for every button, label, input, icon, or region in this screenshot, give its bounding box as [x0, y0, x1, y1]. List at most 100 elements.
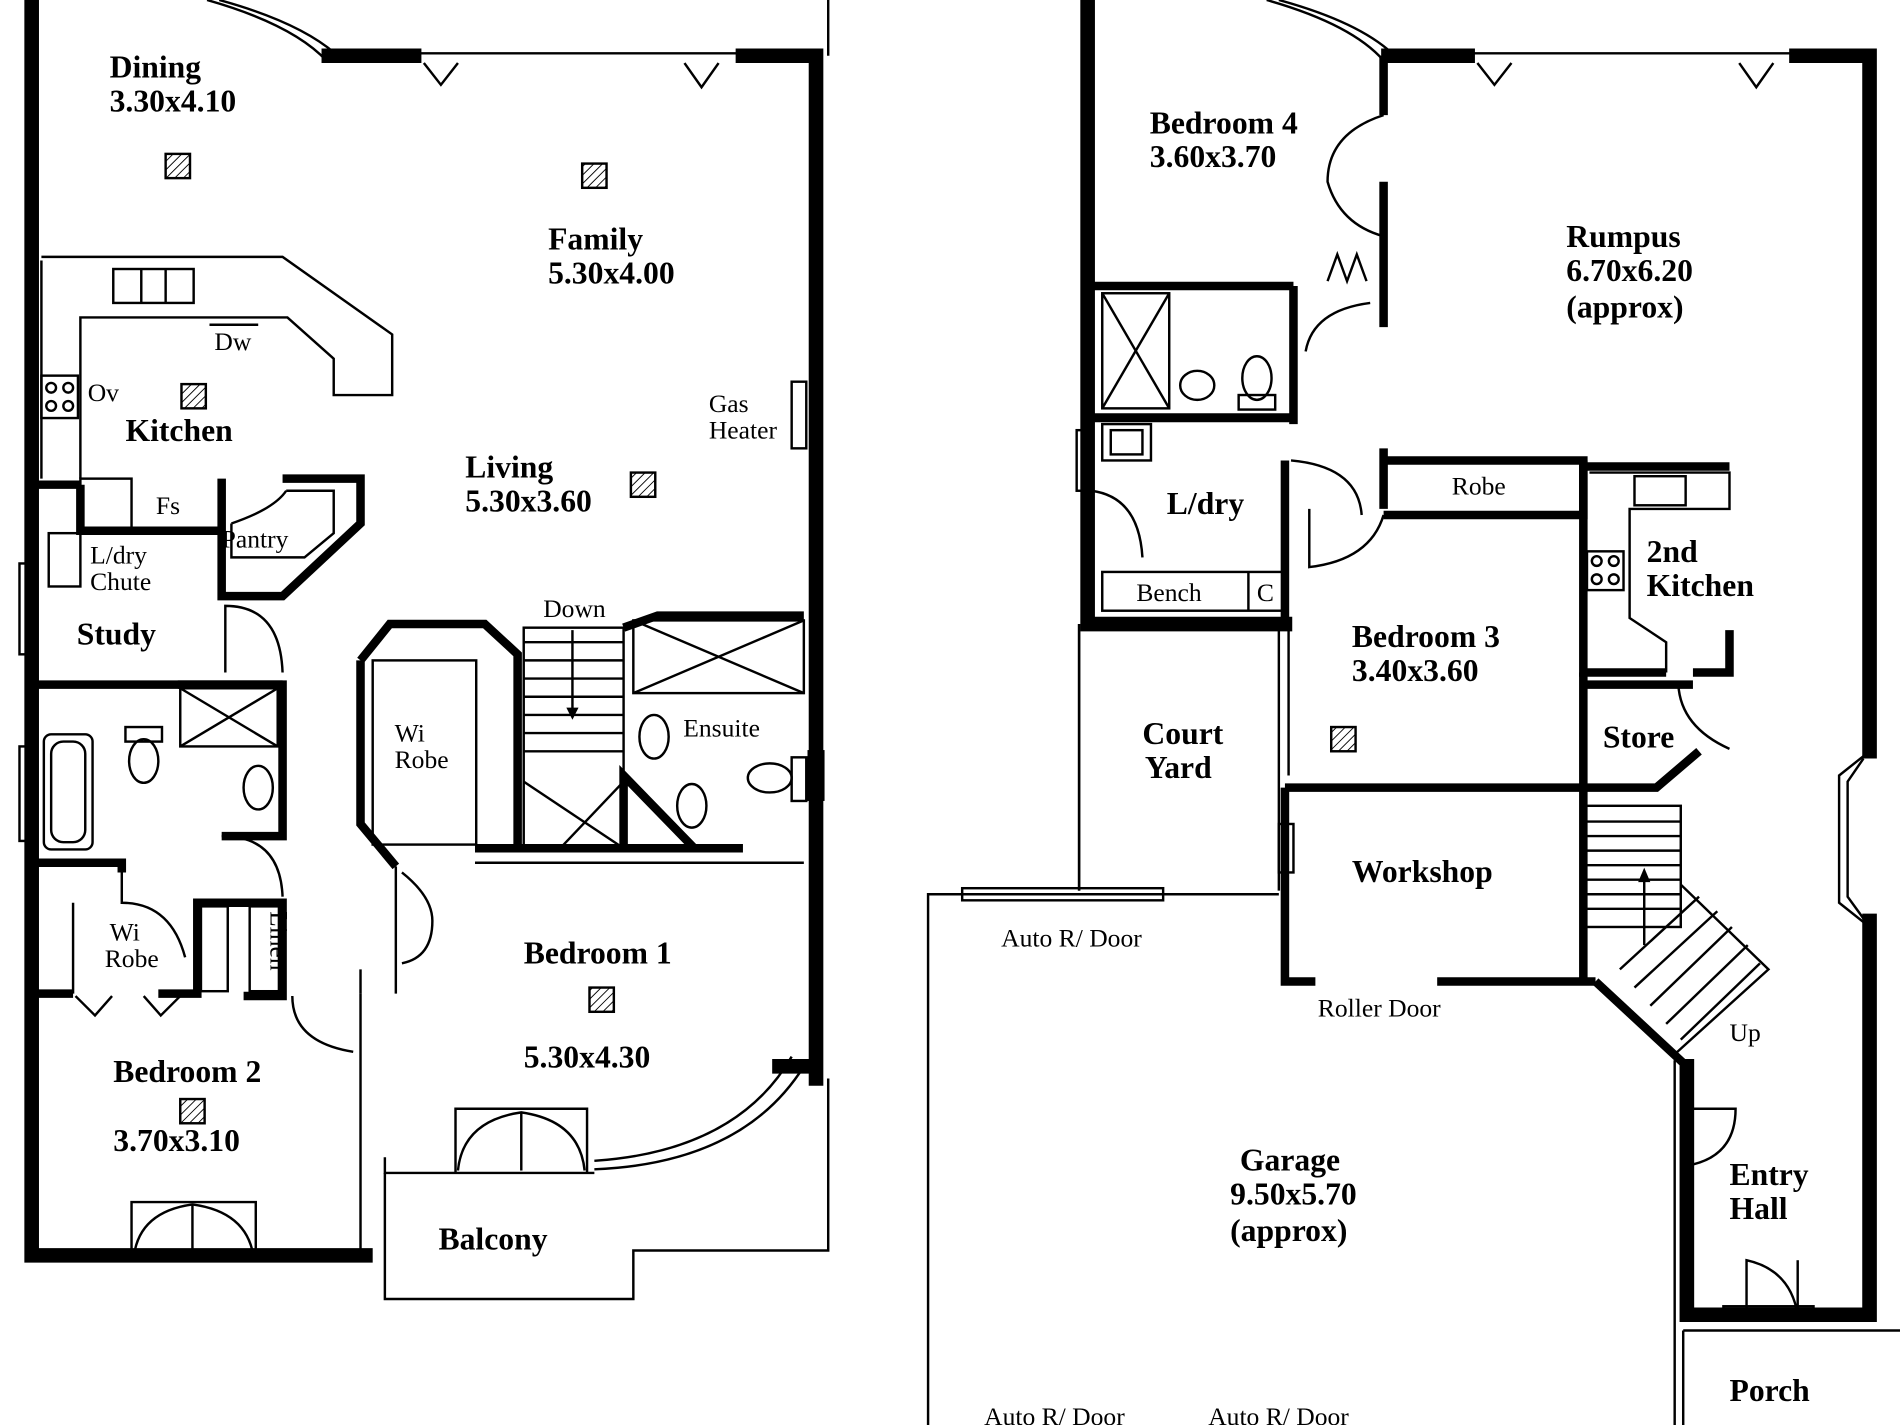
dishwasher-label: Dw — [214, 327, 252, 356]
lower-basin — [1178, 369, 1216, 402]
basin — [242, 764, 275, 811]
robe-label: Robe — [1452, 471, 1506, 500]
workshop-label: Workshop — [1352, 854, 1493, 889]
workshop-wall — [1280, 787, 1596, 986]
roller-door-label: Roller Door — [1318, 994, 1441, 1023]
store-wall — [1583, 680, 1702, 792]
bed2-window — [130, 1200, 257, 1256]
dining-bay-arc — [206, 0, 328, 62]
entry-side-door — [1686, 1107, 1737, 1167]
living-label: Living — [465, 449, 553, 484]
family-light-icon — [580, 162, 608, 190]
bedroom1-label: Bedroom 1 — [524, 935, 672, 970]
auto-door-1 — [960, 886, 1165, 902]
laundry-door — [1091, 489, 1144, 558]
ensuite-wall — [619, 611, 804, 852]
kitchen-sink — [112, 267, 195, 305]
living-size: 5.30x3.60 — [465, 483, 592, 518]
bedroom4-size: 3.60x3.70 — [1150, 139, 1277, 174]
bedroom2-size: 3.70x3.10 — [113, 1123, 240, 1158]
bed4-door — [1326, 113, 1384, 238]
rumpus-label: Rumpus — [1566, 219, 1680, 254]
study-label: Study — [77, 617, 156, 652]
kitchen2-sink — [1633, 475, 1687, 507]
rumpus-note: (approx) — [1566, 290, 1683, 325]
study-door — [224, 604, 284, 673]
garage-note: (approx) — [1230, 1213, 1347, 1248]
garage-size: 9.50x5.70 — [1230, 1177, 1357, 1212]
linen-cupboard — [248, 905, 281, 993]
bedroom3-size: 3.40x3.60 — [1352, 653, 1479, 688]
court-yard-line2: Yard — [1145, 750, 1212, 785]
kitchen2-line1: 2nd — [1647, 534, 1698, 569]
window-markers — [422, 62, 720, 90]
bed1-bay-arc — [594, 1065, 805, 1171]
wi-robe-1-line2: Robe — [395, 745, 449, 774]
pantry-label: Pantry — [222, 525, 289, 554]
oven-cooktop — [40, 374, 80, 420]
ensuite-label: Ensuite — [683, 714, 760, 743]
bed4-wall — [1087, 55, 1388, 425]
kitchen2-line2: Kitchen — [1647, 568, 1755, 603]
fridge-wall — [31, 480, 222, 535]
balcony-label: Balcony — [438, 1221, 547, 1256]
pantry-wall — [217, 474, 365, 601]
gas-heater-line2: Heater — [709, 416, 778, 445]
laundry-tub — [1101, 422, 1153, 462]
store-label: Store — [1603, 720, 1675, 755]
bedroom1-size: 5.30x4.30 — [524, 1040, 651, 1075]
upper-floor-plan: Dining 3.30x4.10 Family 5.30x4.00 Dw Ov … — [18, 0, 830, 1301]
kitchen-label: Kitchen — [125, 413, 233, 448]
laundry-bench — [1101, 570, 1284, 612]
lower-outer-wall — [1080, 0, 1877, 1323]
ensuite-basin — [638, 713, 670, 760]
bathroom-wall — [31, 680, 287, 873]
bed3-light-icon — [1330, 725, 1357, 753]
porch-label: Porch — [1729, 1373, 1810, 1408]
oven-label: Ov — [88, 378, 119, 407]
bed2-light-icon — [179, 1097, 206, 1125]
garage-label: Garage — [1240, 1143, 1340, 1178]
bench-label: Bench — [1136, 578, 1202, 607]
wi-robe-2-line1: Wi — [110, 917, 140, 946]
dining-size: 3.30x4.10 — [110, 84, 237, 119]
lower-floor-plan: Bedroom 4 3.60x3.70 Rumpus 6.70x6.20 (ap… — [926, 0, 1900, 1425]
laundry-wall — [1087, 413, 1294, 625]
laundry-chute-line1: L/dry — [90, 541, 147, 570]
shower — [179, 687, 279, 748]
fridge-space-label: Fs — [156, 491, 180, 520]
lower-shower — [1101, 292, 1171, 410]
rumpus-size: 6.70x6.20 — [1566, 253, 1693, 288]
entry-hall-line2: Hall — [1729, 1191, 1787, 1226]
entry-bay-window — [1837, 750, 1871, 928]
linen-label: Linen — [264, 911, 293, 971]
toilet — [127, 737, 160, 784]
bedroom3-label: Bedroom 3 — [1352, 619, 1500, 654]
wi-robe-1-line1: Wi — [395, 719, 425, 748]
front-door — [1745, 1258, 1799, 1315]
wi-robe-2-line2: Robe — [105, 944, 159, 973]
bed2-robe-wall — [31, 898, 287, 1001]
stairs-down — [522, 626, 625, 850]
bed3-wall — [1284, 672, 1588, 982]
ensuite-shower — [632, 619, 806, 695]
auto-door-1-label: Auto R/ Door — [1001, 923, 1142, 952]
balcony-outline — [383, 1078, 830, 1301]
gas-heater-line1: Gas — [709, 389, 749, 418]
auto-door-3-label: Auto R/ Door — [1208, 1402, 1349, 1425]
bed1-robe-wall — [356, 619, 522, 870]
cupboard-label: C — [1257, 578, 1274, 607]
laundry-label: L/dry — [1167, 486, 1245, 521]
family-label: Family — [548, 222, 643, 257]
stairs-down-label: Down — [543, 594, 606, 623]
ensuite-toilet — [746, 762, 793, 794]
upper-outer-wall — [24, 0, 824, 1263]
gas-heater — [790, 380, 808, 450]
court-yard-line1: Court — [1142, 716, 1223, 751]
dining-label: Dining — [110, 50, 202, 85]
stairs-up-label: Up — [1729, 1018, 1760, 1047]
porch-outline — [1681, 1329, 1900, 1425]
family-size: 5.30x4.00 — [548, 256, 675, 291]
ensuite-window — [807, 750, 825, 801]
bed1-window — [454, 1107, 589, 1173]
